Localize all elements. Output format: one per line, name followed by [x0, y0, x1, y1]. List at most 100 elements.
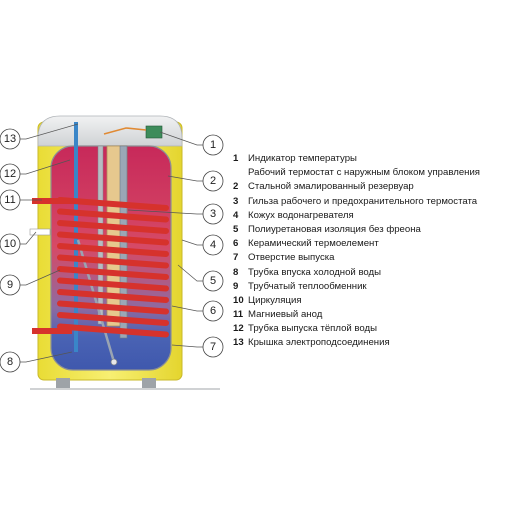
- legend-text: Крышка электроподсоединения: [248, 337, 390, 349]
- legend-item: 5 Полиуретановая изоляция без фреона: [233, 223, 505, 237]
- coil-turn: [57, 208, 169, 223]
- coil-turn: [57, 289, 169, 303]
- callout-circle: [0, 233, 21, 255]
- legend-item: 3 Гильза рабочего и предохранительного те…: [233, 195, 505, 209]
- callout-circle: [202, 270, 224, 292]
- legend-text: Стальной эмалированный резервуар: [248, 181, 414, 193]
- legend-text: Кожух водонагревателя: [248, 209, 354, 221]
- legend-number: 4: [233, 209, 239, 221]
- legend-item: 2 Стальной эмалированный резервуар: [233, 180, 505, 194]
- callout-circle: [202, 170, 224, 192]
- legend-text: Циркуляция: [248, 294, 302, 306]
- callout-circle: [202, 134, 224, 156]
- legend-number: 11: [233, 309, 244, 321]
- coil-outlet-pipe: [32, 328, 72, 334]
- legend-number: 3: [233, 195, 239, 207]
- legend-item: 10 Циркуляция: [233, 294, 505, 308]
- callout-number: 11: [4, 194, 15, 206]
- callout-number: 6: [210, 305, 216, 317]
- callout-circle: [202, 336, 224, 358]
- leader-line: [20, 269, 61, 286]
- callout-number: 13: [4, 133, 16, 145]
- legend-item: 7 Отверстие выпуска: [233, 251, 505, 265]
- legend-text: Рабочий термостат с наружным блоком упра…: [248, 167, 481, 179]
- leader-line: [159, 131, 203, 146]
- leader-line: [20, 159, 71, 175]
- legend-number: 9: [233, 280, 239, 292]
- callout-circle: [202, 203, 224, 225]
- foot-left: [56, 378, 70, 388]
- legend-text: Индикатор температуры: [248, 153, 357, 164]
- legend-item: 4 Кожух водонагревателя: [233, 209, 505, 223]
- coil-turn: [57, 243, 169, 257]
- callout-number: 3: [210, 208, 216, 220]
- callout-number: 5: [210, 275, 216, 287]
- legend-text: Керамический термоелемент: [248, 238, 379, 250]
- legend-number: 1: [233, 153, 239, 164]
- leader-line: [20, 123, 79, 140]
- callout-circle: [0, 351, 21, 373]
- coil-turn: [57, 323, 169, 338]
- callout-circle: [0, 274, 21, 296]
- callout-number: 9: [7, 279, 13, 291]
- callout-circle: [0, 189, 21, 211]
- callout-circle: [202, 300, 224, 322]
- coil-turn: [57, 277, 169, 292]
- legend-item: 1 Индикатор температуры: [233, 152, 505, 166]
- legend-item: Рабочий термостат с наружным блоком упра…: [233, 166, 505, 180]
- callout-circle: [0, 128, 21, 150]
- legend-item: 9 Трубчатый теплообменник: [233, 280, 505, 294]
- legend-number: 7: [233, 252, 239, 264]
- tubular-heat-exchanger: [57, 197, 169, 338]
- coil-turn: [57, 312, 169, 326]
- coil-turn: [57, 231, 169, 246]
- leader-line: [171, 305, 203, 312]
- legend-item: 11 Магниевый анод: [233, 308, 505, 322]
- foot-right: [142, 378, 156, 388]
- callout-number: 12: [4, 168, 16, 180]
- legend-item: 8 Трубка впуска холодной воды: [233, 266, 505, 280]
- leader-line: [177, 264, 203, 282]
- legend-text: Трубка впуска холодной воды: [248, 266, 382, 278]
- coil-turn: [57, 300, 169, 315]
- legend-number: 5: [233, 223, 239, 235]
- legend-number: 10: [233, 294, 244, 306]
- leader-line: [167, 175, 203, 182]
- legend-text: Отверстие выпуска: [248, 252, 335, 264]
- coil-turn: [57, 197, 169, 211]
- callout-number: 8: [7, 356, 13, 368]
- leader-line: [20, 351, 73, 363]
- callout-number: 2: [210, 175, 216, 187]
- coil-turn: [57, 220, 169, 234]
- coil-turn: [57, 254, 169, 269]
- leader-line: [181, 239, 203, 246]
- legend-text: Магниевый анод: [248, 309, 323, 321]
- legend-number: 12: [233, 323, 244, 335]
- legend-item: 6 Керамический термоелемент: [233, 237, 505, 251]
- callout-number: 4: [210, 239, 216, 251]
- legend-number: 2: [233, 181, 239, 193]
- legend-text: Гильза рабочего и предохранительного тер…: [248, 195, 478, 207]
- callout-number: 1: [210, 139, 216, 151]
- circulation-port: [29, 228, 51, 236]
- callout-circle: [202, 234, 224, 256]
- legend-text: Трубчатый теплообменник: [248, 280, 367, 292]
- legend-number: 6: [233, 238, 239, 250]
- legend-number: 8: [233, 266, 239, 278]
- legend-item: 13 Крышка электроподсоединения: [233, 336, 505, 350]
- callout-circle: [0, 163, 21, 185]
- legend-number: 13: [233, 337, 244, 349]
- callout-number: 7: [210, 341, 216, 353]
- leader-line: [20, 231, 37, 245]
- legend-text: Полиуретановая изоляция без фреона: [248, 223, 421, 235]
- coil-turn: [57, 266, 169, 280]
- callout-number: 10: [4, 238, 16, 250]
- leader-line: [127, 209, 203, 215]
- coil-inlet-pipe: [32, 198, 72, 204]
- control-box: [145, 125, 163, 139]
